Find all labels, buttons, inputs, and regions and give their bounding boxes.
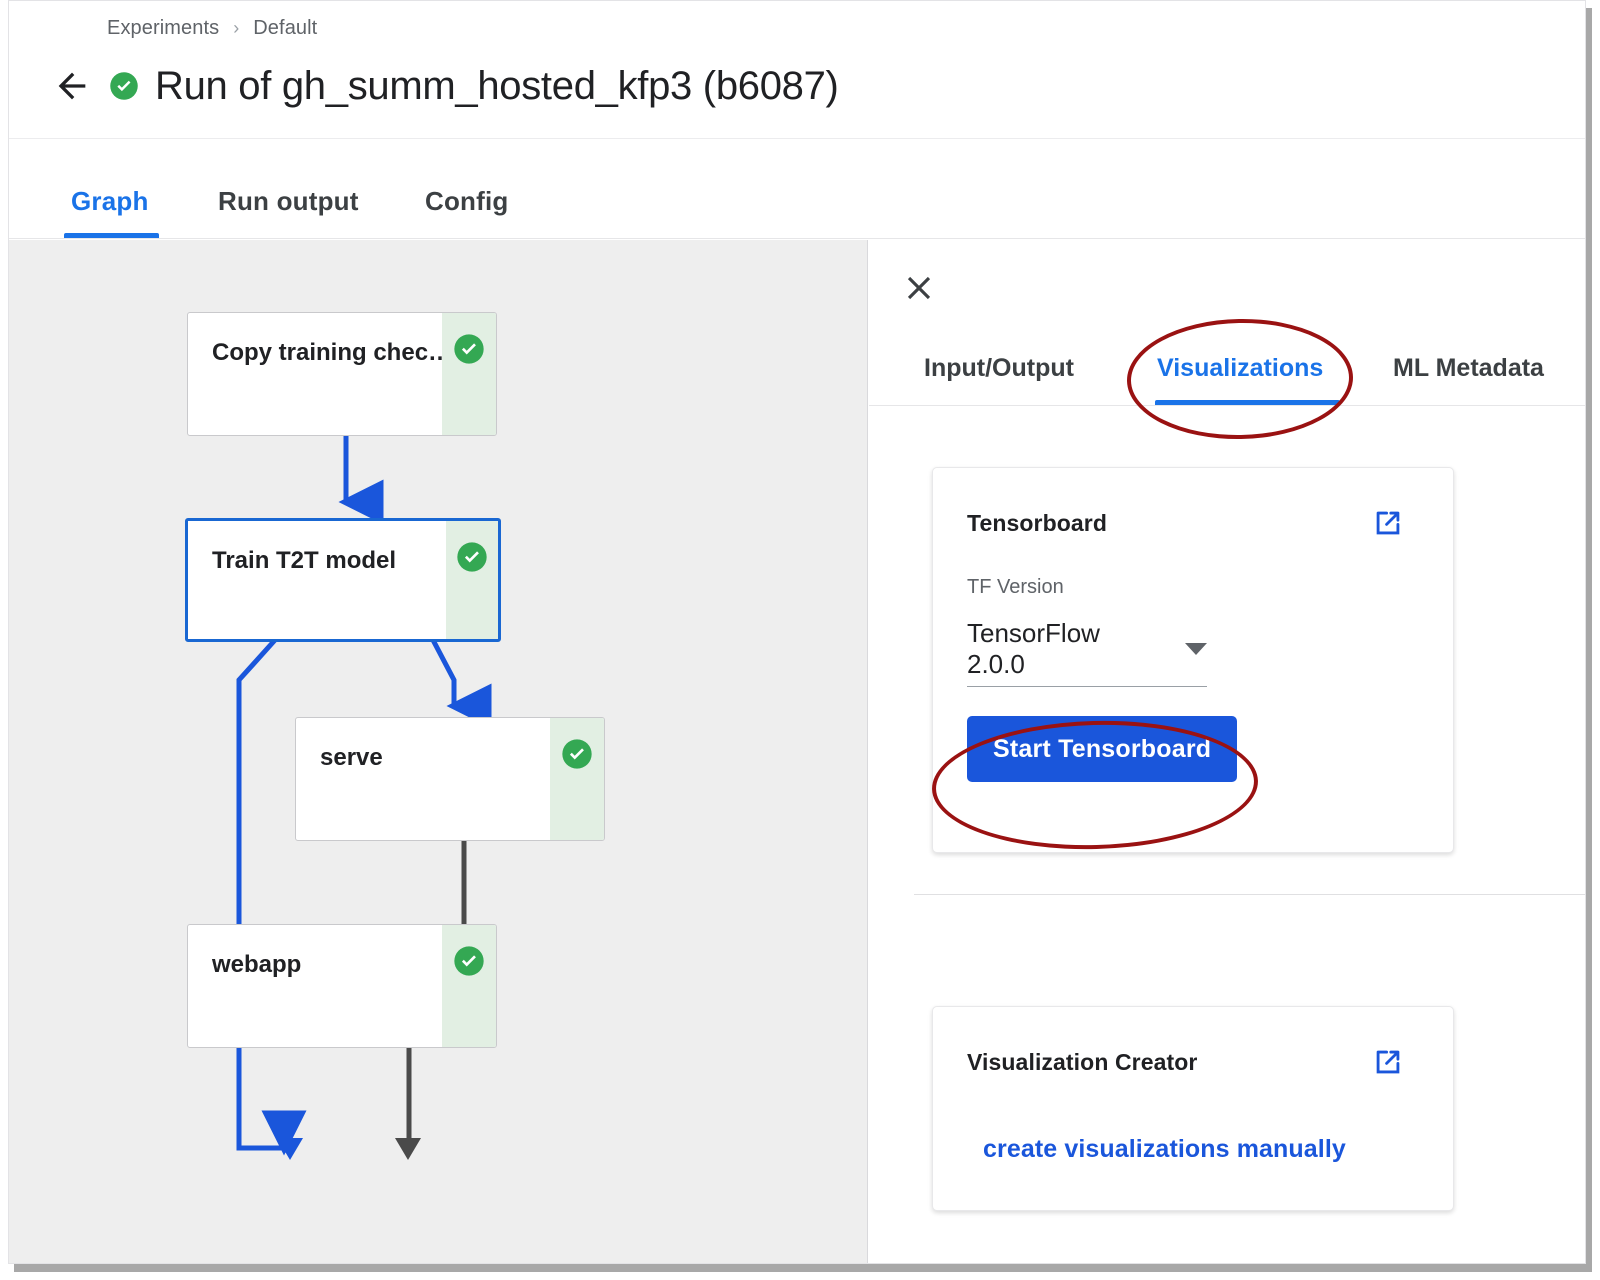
start-tensorboard-button[interactable]: Start Tensorboard	[967, 716, 1238, 782]
app-window: Experiments › Default Run of gh_summ_hos…	[8, 0, 1586, 1264]
tab-run-output[interactable]: Run output	[218, 186, 359, 216]
section-divider	[914, 894, 1585, 895]
create-visualizations-manually-link[interactable]: create visualizations manually	[983, 1135, 1346, 1163]
tf-version-value: TensorFlow 2.0.0	[967, 618, 1100, 679]
success-check-icon	[453, 333, 485, 365]
tab-visualizations-indicator	[1155, 400, 1340, 405]
page-header: Experiments › Default Run of gh_summ_hos…	[9, 1, 1585, 139]
success-check-icon	[453, 945, 485, 977]
title-row: Run of gh_summ_hosted_kfp3 (b6087)	[49, 63, 839, 109]
select-underline	[967, 686, 1207, 687]
back-arrow-icon[interactable]	[49, 63, 95, 109]
run-details-side-panel: Input/Output Visualizations ML Metadata …	[869, 240, 1585, 1263]
tf-version-select[interactable]: TensorFlow 2.0.0	[967, 618, 1207, 680]
close-icon[interactable]	[897, 266, 941, 310]
tab-ml-metadata[interactable]: ML Metadata	[1393, 354, 1544, 382]
graph-node-label: serve	[320, 744, 383, 771]
graph-node-label: Copy training chec…	[212, 339, 442, 366]
breadcrumb-separator-icon: ›	[233, 18, 240, 38]
main-tabs: Graph Run output Config	[9, 140, 1585, 239]
page-title: Run of gh_summ_hosted_kfp3 (b6087)	[155, 63, 839, 108]
tab-graph-indicator	[64, 233, 159, 238]
success-check-icon	[456, 541, 488, 573]
graph-node-serve[interactable]: serve	[295, 717, 605, 841]
open-in-new-icon[interactable]	[1371, 506, 1405, 540]
run-status-success-icon	[109, 71, 139, 101]
side-panel-tabs: Input/Output Visualizations ML Metadata	[869, 340, 1585, 406]
graph-node-label: webapp	[212, 951, 302, 978]
graph-node-copy-training-checkpoints[interactable]: Copy training chec…	[187, 312, 497, 436]
tf-version-label: TF Version	[967, 576, 1064, 598]
graph-node-status-band	[442, 313, 496, 435]
tab-graph[interactable]: Graph	[71, 186, 149, 216]
success-check-icon	[561, 738, 593, 770]
open-in-new-icon[interactable]	[1371, 1045, 1405, 1079]
tab-visualizations[interactable]: Visualizations	[1157, 354, 1324, 382]
tab-config[interactable]: Config	[425, 186, 509, 216]
graph-node-label: Train T2T model	[212, 547, 397, 574]
pipeline-graph-panel[interactable]: Copy training chec… Train T2T model serv…	[9, 240, 868, 1263]
tab-input-output[interactable]: Input/Output	[924, 354, 1074, 382]
visualization-creator-card-title: Visualization Creator	[967, 1049, 1198, 1075]
breadcrumb-item-experiments[interactable]: Experiments	[107, 17, 220, 39]
graph-node-webapp[interactable]: webapp	[187, 924, 497, 1048]
graph-node-status-band	[446, 521, 498, 639]
breadcrumb-item-default[interactable]: Default	[253, 17, 318, 39]
graph-node-status-band	[442, 925, 496, 1047]
tensorboard-card-title: Tensorboard	[967, 510, 1107, 536]
graph-node-status-band	[550, 718, 604, 840]
tensorboard-card: Tensorboard TF Version TensorFlow 2.0.0 …	[932, 467, 1454, 853]
breadcrumb: Experiments › Default	[107, 17, 317, 40]
graph-node-train-t2t-model[interactable]: Train T2T model	[185, 518, 501, 642]
visualization-creator-card: Visualization Creator create visualizati…	[932, 1006, 1454, 1211]
chevron-down-icon	[1185, 643, 1207, 655]
